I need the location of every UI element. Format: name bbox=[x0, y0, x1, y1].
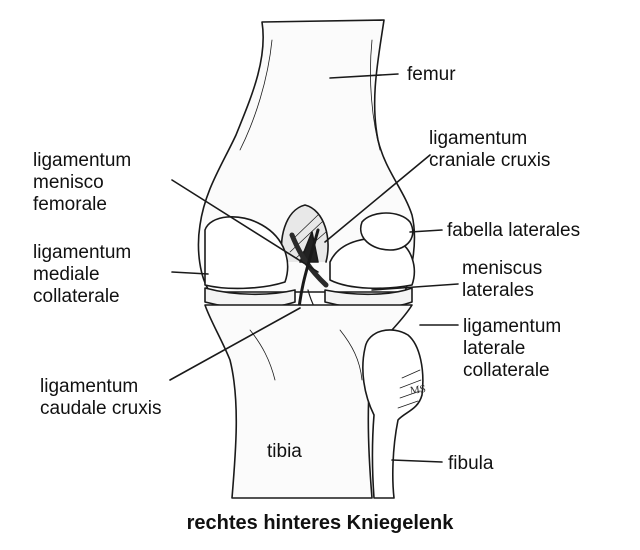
label-fabella-laterales: fabella laterales bbox=[447, 220, 580, 242]
label-ligamentum-caudale-cruxis: ligamentum caudale cruxis bbox=[40, 376, 161, 420]
label-femur: femur bbox=[407, 64, 456, 86]
intercondylar-notch bbox=[280, 204, 329, 263]
label-line: femur bbox=[407, 64, 456, 85]
label-ligamentum-craniale-cruxis: ligamentum craniale cruxis bbox=[429, 128, 550, 172]
label-ligamentum-mediale-collaterale: ligamentum mediale collaterale bbox=[33, 242, 131, 308]
fabella-shape bbox=[359, 212, 414, 251]
label-line: craniale cruxis bbox=[429, 150, 551, 171]
cruciate-ligament-a bbox=[289, 232, 329, 288]
label-ligamentum-laterale-collaterale: ligamentum laterale collaterale bbox=[463, 316, 561, 382]
label-line: ligamentum bbox=[40, 376, 139, 397]
label-line: collaterale bbox=[463, 360, 550, 381]
label-line: meniscus bbox=[462, 258, 543, 279]
label-fibula: fibula bbox=[448, 453, 493, 475]
figure-caption: rechtes hinteres Kniegelenk bbox=[186, 512, 454, 534]
lateral-condyle bbox=[329, 237, 416, 290]
label-line: laterale bbox=[463, 338, 526, 359]
artist-signature: MS bbox=[409, 382, 427, 398]
label-line: fibula bbox=[448, 453, 494, 474]
label-line: caudale cruxis bbox=[40, 398, 162, 419]
fibula-shape bbox=[362, 329, 424, 499]
label-line: mediale bbox=[33, 264, 100, 285]
label-line: collaterale bbox=[33, 286, 120, 307]
label-line: ligamentum bbox=[33, 242, 132, 263]
label-tibia: tibia bbox=[267, 441, 302, 463]
label-line: ligamentum bbox=[463, 316, 562, 337]
label-line: laterales bbox=[462, 280, 534, 301]
label-line: femorale bbox=[33, 194, 107, 215]
label-line: ligamentum bbox=[33, 150, 132, 171]
label-meniscus-laterales: meniscus laterales bbox=[462, 258, 542, 302]
label-line: tibia bbox=[267, 441, 302, 462]
label-line: ligamentum bbox=[429, 128, 528, 149]
label-line: menisco bbox=[33, 172, 104, 193]
label-line: fabella laterales bbox=[447, 220, 581, 241]
label-ligamentum-menisco-femorale: ligamentum menisco femorale bbox=[33, 150, 131, 216]
